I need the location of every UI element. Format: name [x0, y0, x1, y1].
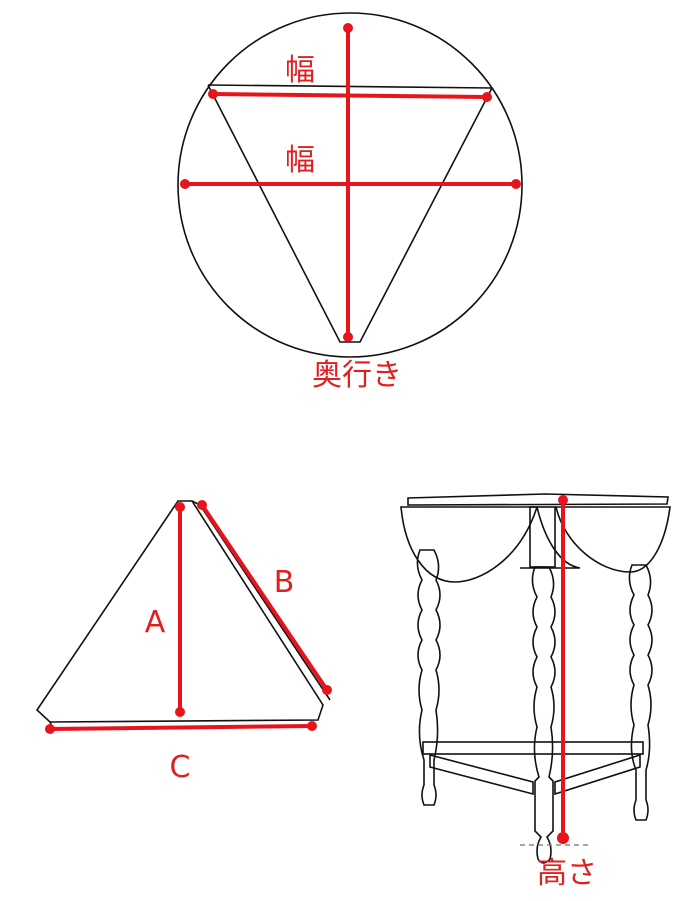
center-leg — [531, 566, 556, 864]
right-leaf — [554, 506, 671, 573]
line-b — [200, 503, 329, 692]
left-leaf — [400, 506, 539, 583]
back-stretcher — [422, 741, 644, 755]
width-label-top: 幅 — [285, 53, 315, 88]
width-label-middle: 幅 — [285, 143, 315, 178]
depth-label: 奥行き — [312, 358, 402, 393]
label-c: C — [170, 750, 191, 785]
left-leg — [416, 549, 441, 806]
round-top-view: 幅 幅 奥行き — [177, 12, 523, 393]
table-side-view: 高さ — [400, 493, 671, 891]
label-a: A — [145, 605, 166, 640]
round-outline — [177, 12, 523, 358]
triangle-top-view: A B C — [35, 500, 332, 785]
line-c — [49, 724, 313, 731]
triangle-edges — [207, 84, 493, 343]
height-label: 高さ — [537, 856, 597, 891]
table-top — [407, 493, 669, 506]
label-b: B — [274, 565, 295, 600]
right-leg — [628, 564, 653, 821]
right-stretcher — [554, 753, 641, 796]
left-stretcher — [429, 753, 534, 796]
